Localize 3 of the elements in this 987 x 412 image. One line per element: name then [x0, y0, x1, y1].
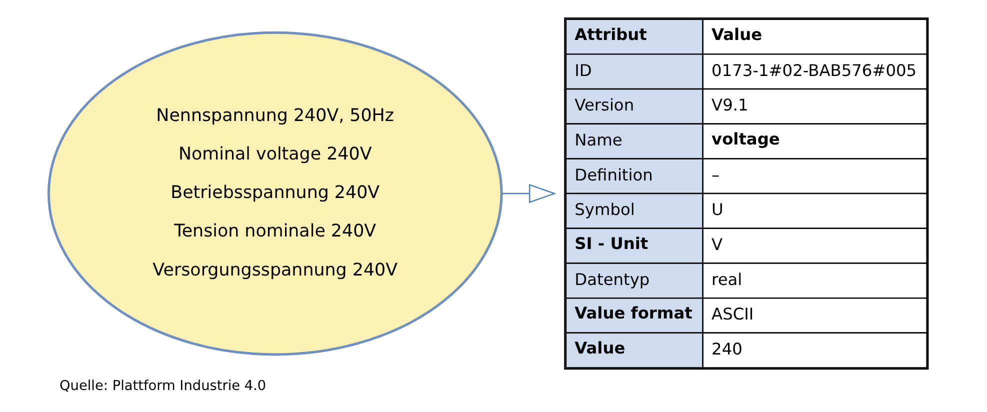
- node-ellipse: Nennspannung 240V, 50Hz Nominal voltage 240V Betriebsspannung 240V Tension nominale 240V Versorgungsspannung 240V: [47, 31, 503, 356]
- caption: Quelle: Plattform Industrie 4.0: [60, 378, 266, 394]
- arrow: [501, 184, 556, 204]
